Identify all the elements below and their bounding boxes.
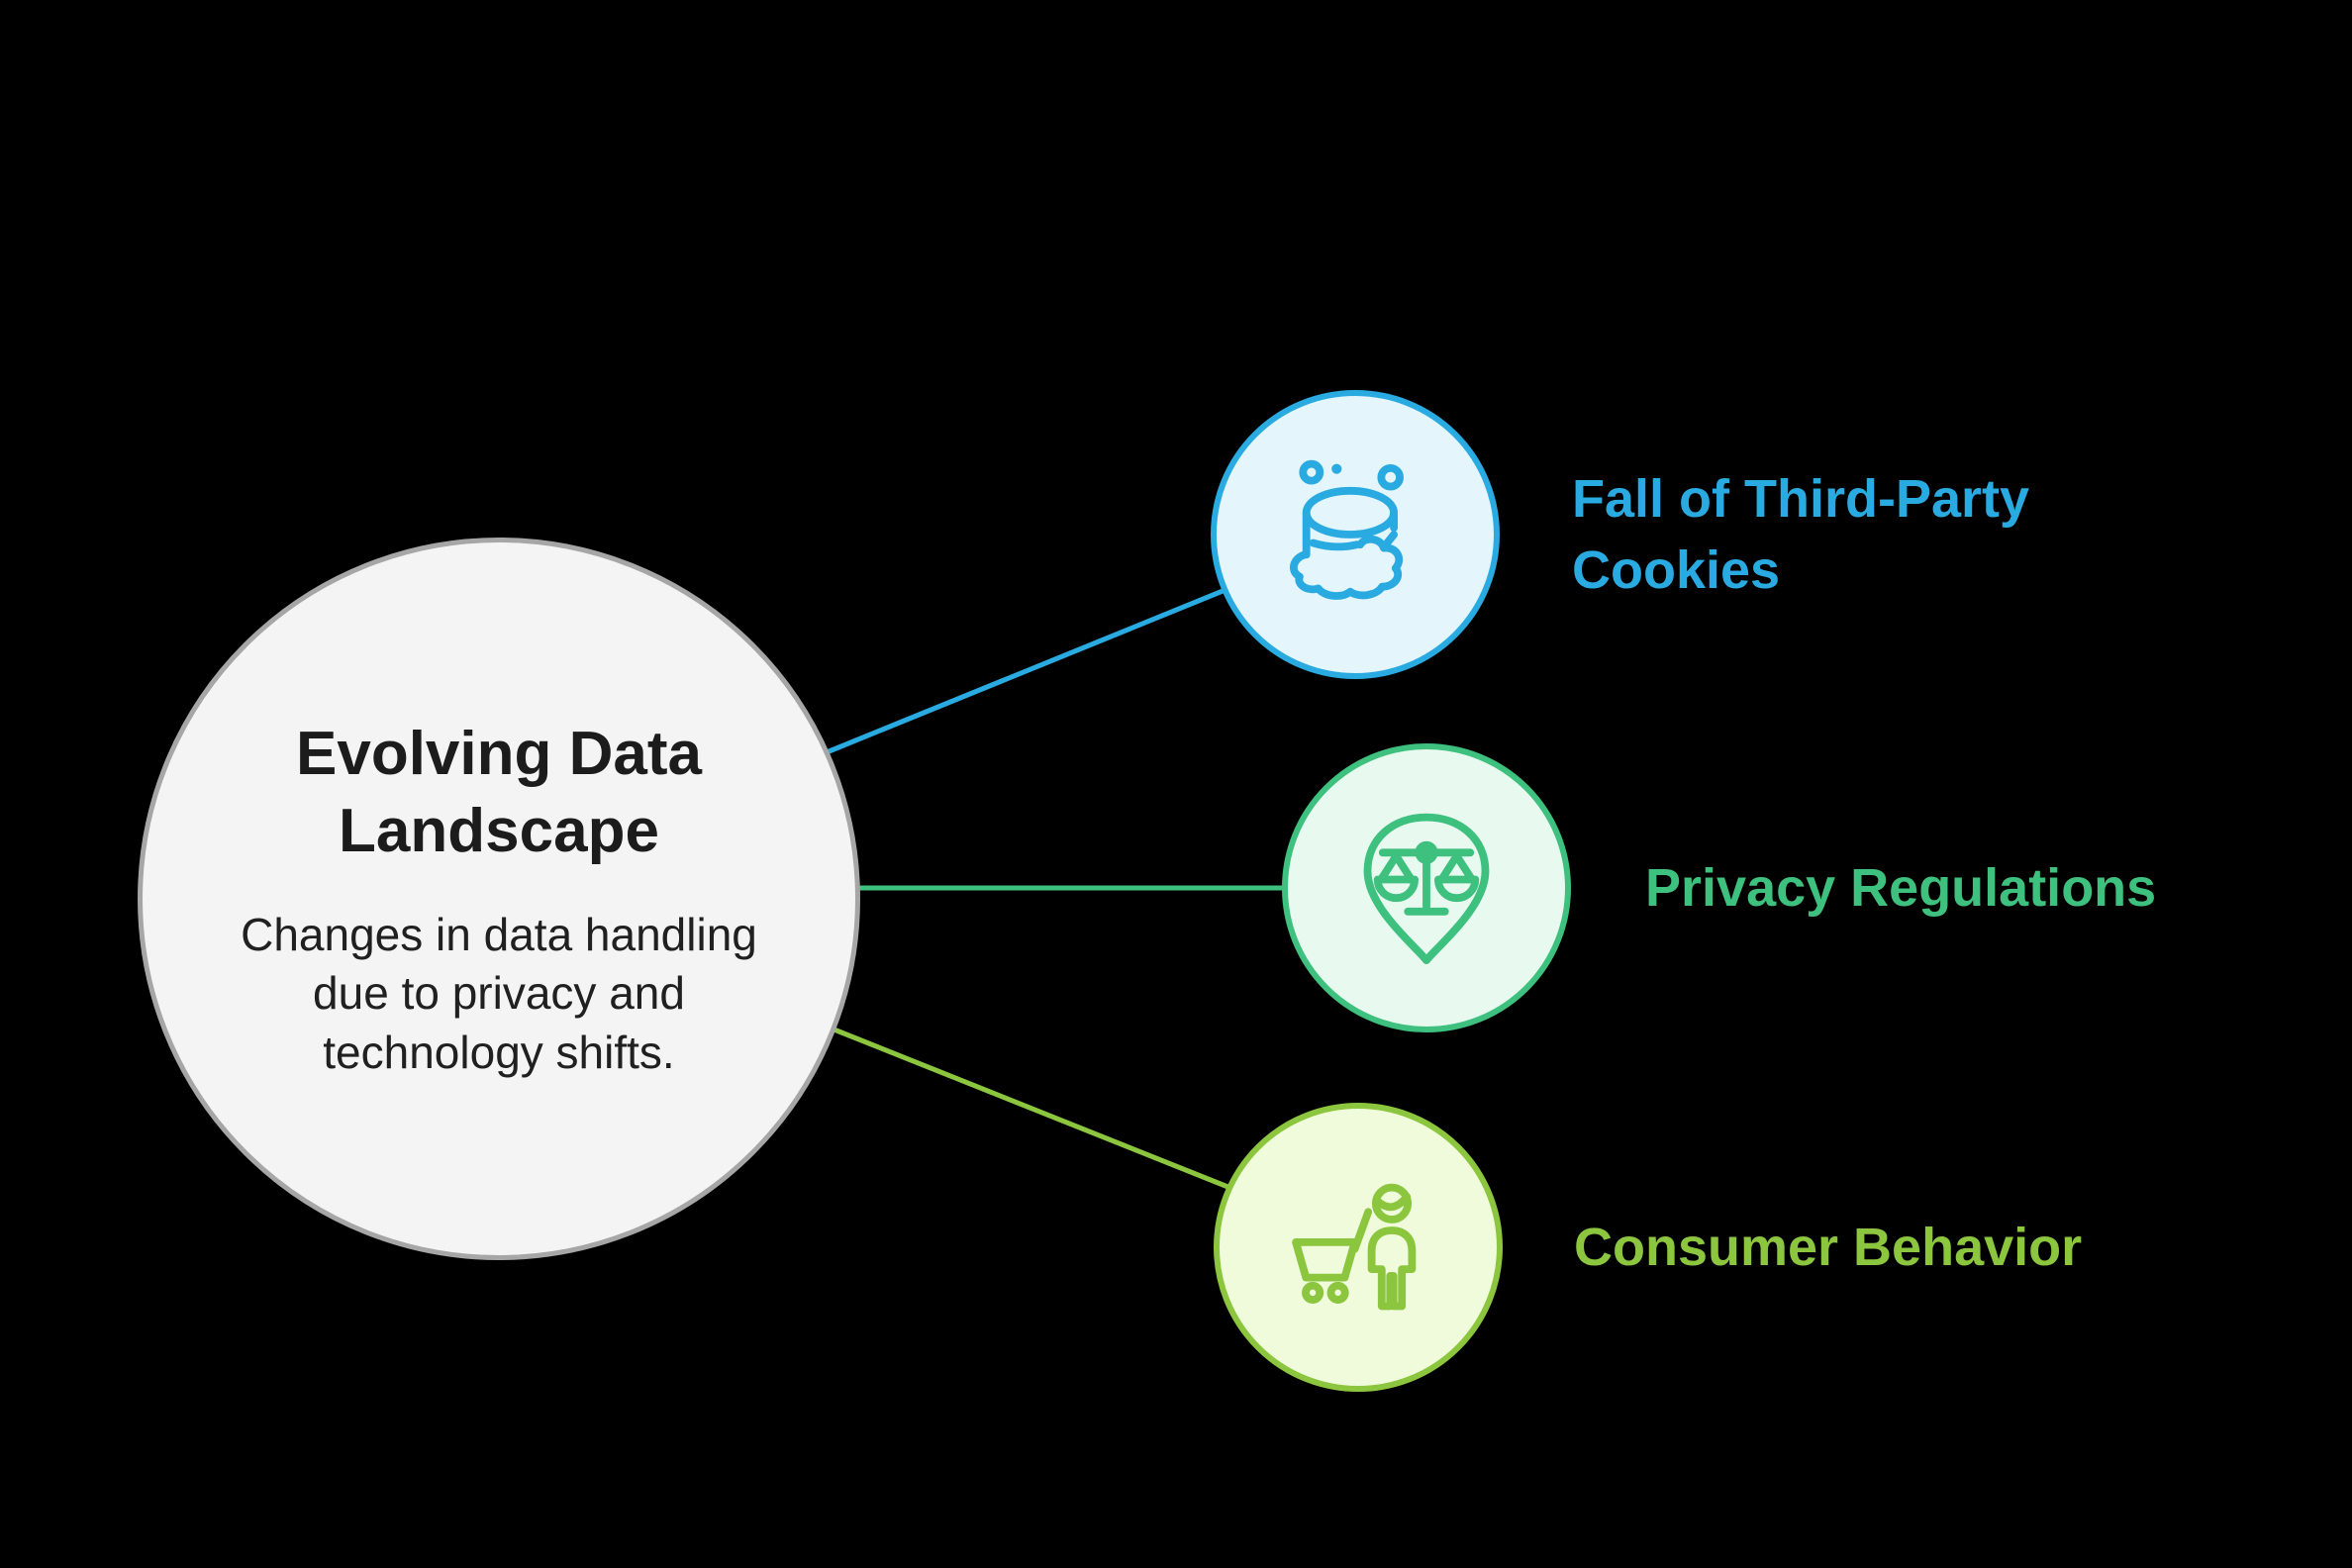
node-fall-of-third-party-cookies [1211,390,1500,679]
central-topic-circle: Evolving Data Landscape Changes in data … [138,538,860,1260]
central-topic-description: Changes in data handling due to privacy … [241,909,757,1078]
node-consumer-behavior [1214,1103,1503,1392]
scales-location-pin-icon [1363,813,1490,965]
cookie-icon [1289,459,1404,600]
label-privacy-regulations: Privacy Regulations [1645,858,2157,918]
label-consumer-behavior: Consumer Behavior [1574,1218,2083,1277]
central-topic-title: Evolving Data Landscape [296,719,702,865]
shopping-cart-person-icon [1292,1183,1417,1311]
node-privacy-regulations [1282,743,1571,1032]
label-fall-of-third-party-cookies: Fall of Third-Party Cookies [1572,469,2030,600]
connector-cookies [826,584,1233,755]
connector-consumer [826,1024,1231,1191]
